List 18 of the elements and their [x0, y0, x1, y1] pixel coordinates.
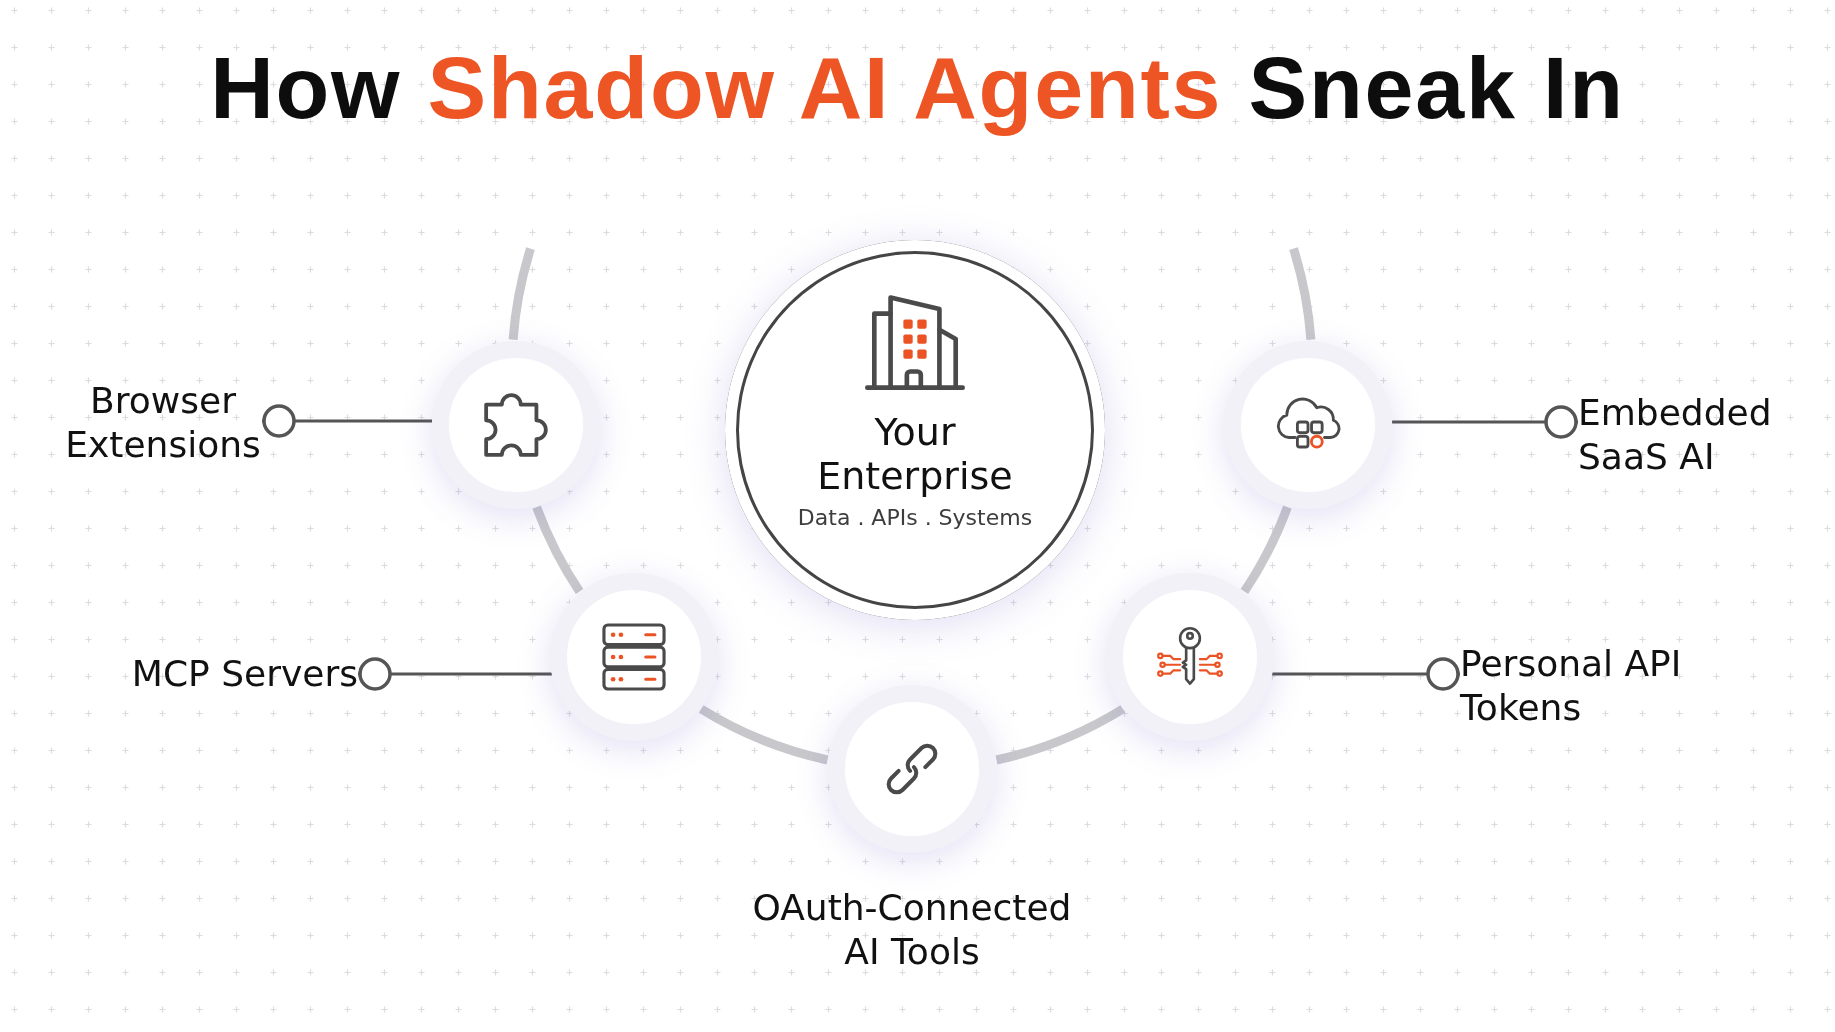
leader-line: [1272, 657, 1460, 691]
arc-line: [699, 705, 829, 765]
arc-line: [995, 705, 1125, 765]
arc-line: [1289, 247, 1316, 341]
arc-line: [508, 247, 535, 341]
label-text: Personal API Tokens: [1460, 642, 1684, 730]
leader-line: [1392, 405, 1578, 439]
leader-line: [262, 404, 432, 438]
leader-line: [358, 657, 552, 691]
node-subtitle: Data . APIs . Systems: [797, 504, 1033, 532]
arc-line: [532, 505, 584, 594]
arc-line: [1240, 505, 1292, 594]
label-text: Embedded SaaS AI: [1578, 391, 1774, 479]
diagram-title: How Shadow AI Agents Sneak In: [210, 40, 1625, 137]
node-title: Your Enterprise: [816, 410, 1014, 498]
label-text: MCP Servers: [129, 652, 358, 696]
node-caption: OAuth-Connected AI Tools: [751, 886, 1073, 974]
label-text: Browser Extensions: [64, 379, 262, 467]
